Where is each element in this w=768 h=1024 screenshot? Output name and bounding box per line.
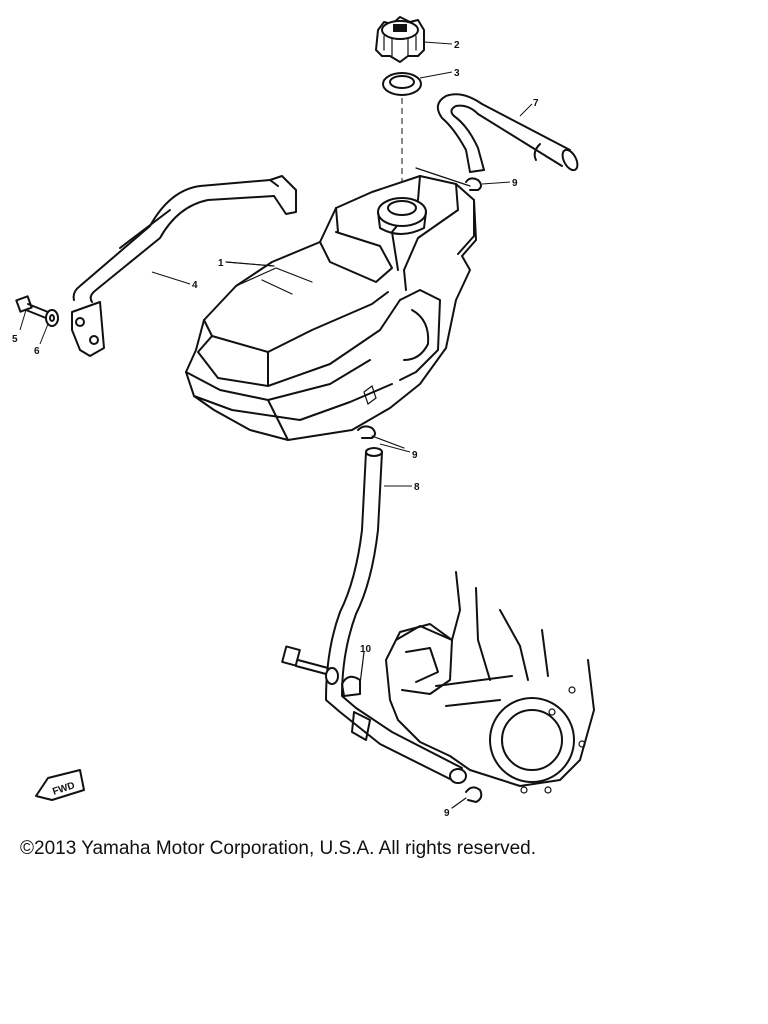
crankcase bbox=[385, 571, 595, 794]
bolt bbox=[15, 295, 49, 319]
fuel-tank bbox=[185, 175, 477, 441]
callout-band: 4 bbox=[192, 280, 198, 291]
washer bbox=[45, 309, 59, 327]
callout-bolt: 5 bbox=[12, 334, 18, 345]
callout-breather-pipe: 7 bbox=[533, 98, 539, 109]
callout-cap: 2 bbox=[454, 40, 460, 51]
callout-cap-gasket: 3 bbox=[454, 68, 460, 79]
callout-clip-middle: 9 bbox=[412, 450, 418, 461]
callout-clip-upper: 9 bbox=[512, 178, 518, 189]
callout-clip-lower: 9 bbox=[444, 808, 450, 819]
clip-upper bbox=[415, 167, 482, 191]
parts-diagram: FWD 2 3 7 9 1 4 5 6 9 8 10 9 bbox=[12, 16, 595, 819]
fwd-arrow-icon: FWD bbox=[35, 769, 85, 801]
copyright-notice: ©2013 Yamaha Motor Corporation, U.S.A. A… bbox=[20, 838, 536, 859]
cap-gasket bbox=[382, 72, 422, 96]
fuel-cap bbox=[375, 16, 425, 63]
clamp-bolt bbox=[281, 645, 339, 685]
clamp bbox=[341, 651, 371, 741]
leader-lines bbox=[19, 41, 533, 487]
breather-pipe bbox=[436, 93, 579, 173]
fuel-pipe bbox=[325, 447, 467, 784]
clip-middle bbox=[357, 425, 405, 449]
callout-clamp: 10 bbox=[360, 644, 372, 655]
callout-washer: 6 bbox=[34, 346, 40, 357]
callout-tank: 1 bbox=[218, 258, 224, 269]
clip-lower bbox=[451, 786, 483, 809]
callout-fuel-pipe: 8 bbox=[414, 482, 420, 493]
mounting-band bbox=[71, 175, 297, 357]
